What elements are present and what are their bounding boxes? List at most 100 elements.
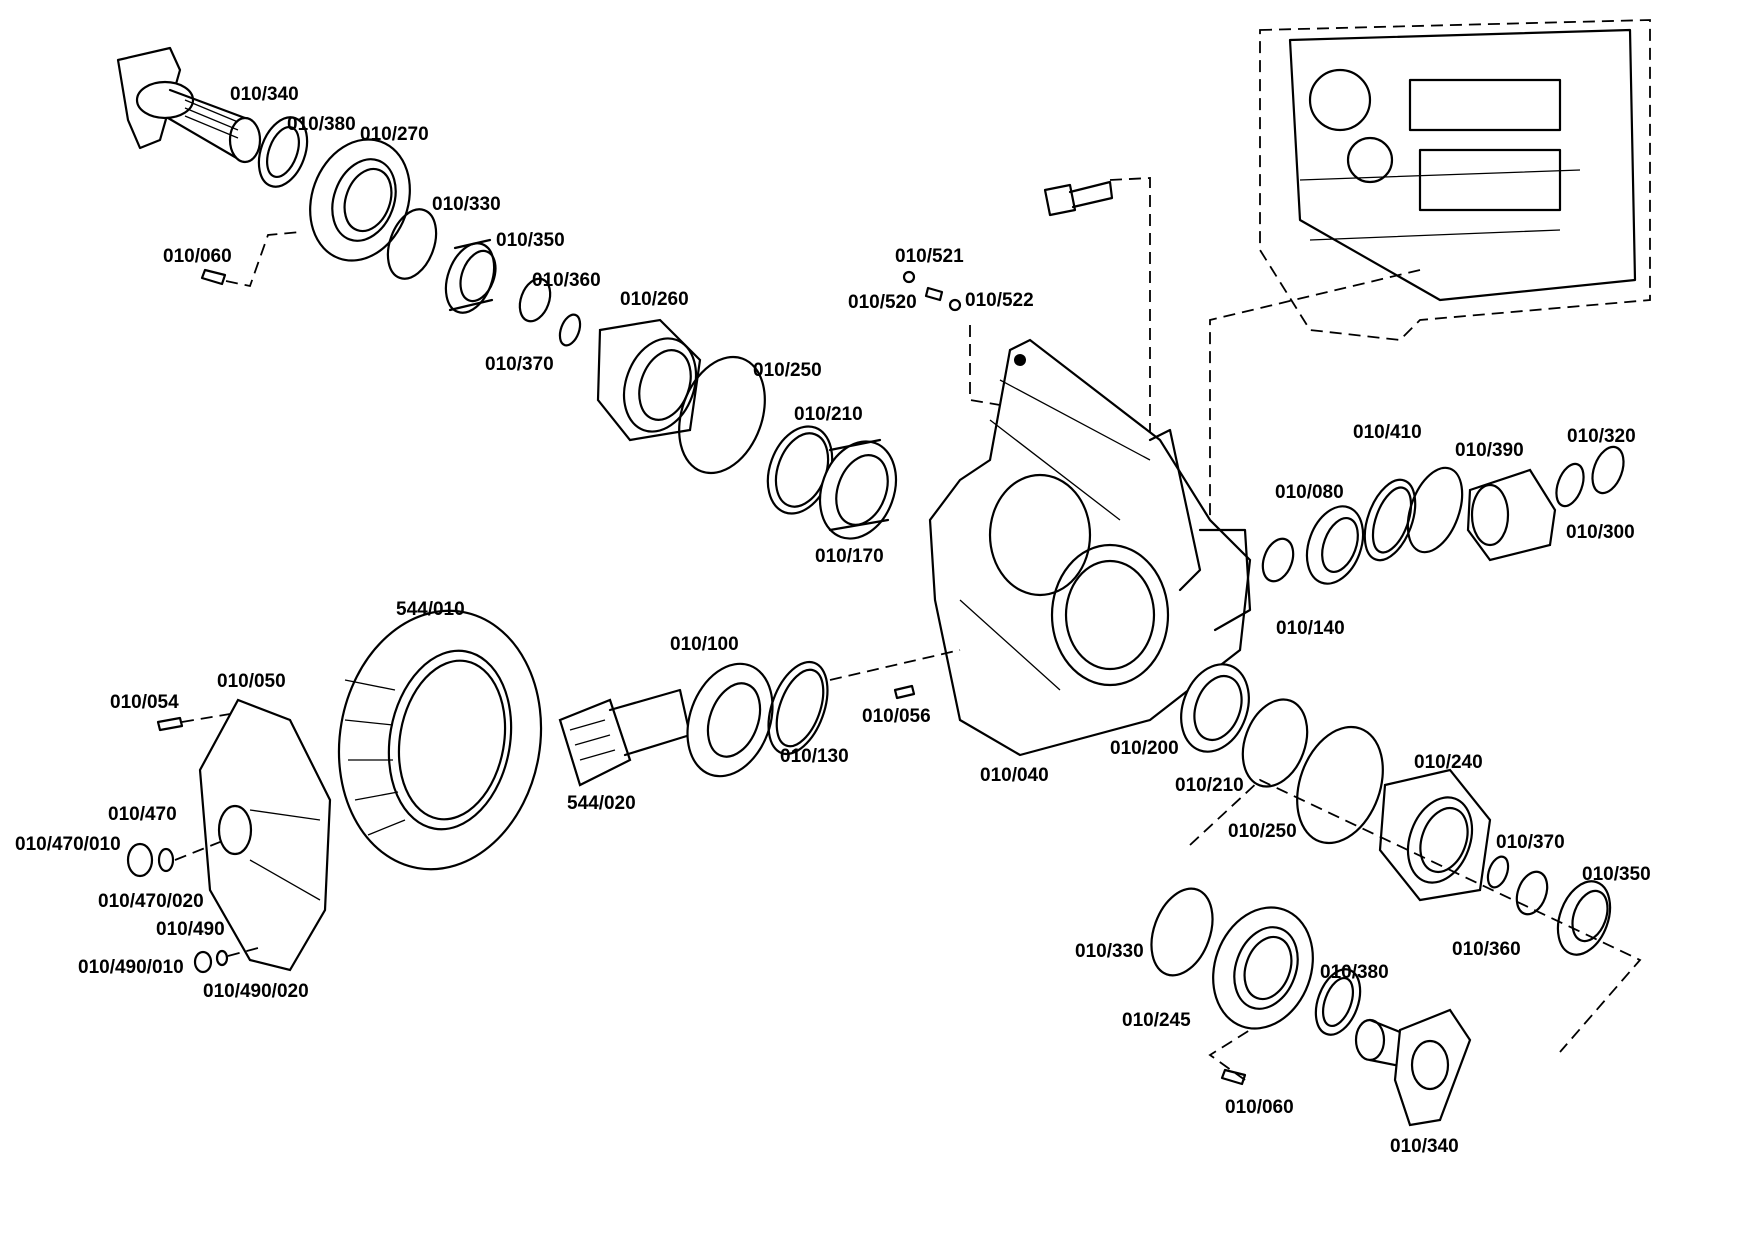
o-ring-250-lower bbox=[1296, 725, 1384, 845]
label-544-020: 544/020 bbox=[567, 793, 636, 814]
label-010-470-020: 010/470/020 bbox=[98, 891, 204, 912]
label-010-260: 010/260 bbox=[620, 289, 689, 310]
bearing-100 bbox=[686, 662, 774, 778]
label-010-200: 010/200 bbox=[1110, 738, 1179, 759]
label-010-340-bot: 010/340 bbox=[1390, 1136, 1459, 1157]
bearing-080 bbox=[1305, 505, 1365, 585]
label-010-140: 010/140 bbox=[1276, 618, 1345, 639]
bolt-054 bbox=[156, 716, 184, 732]
label-010-170: 010/170 bbox=[815, 546, 884, 567]
label-010-520: 010/520 bbox=[848, 292, 917, 313]
ring-140 bbox=[1261, 537, 1295, 583]
bearing-350-lower bbox=[1556, 880, 1612, 956]
bolt-060-lower bbox=[1220, 1068, 1247, 1086]
label-010-350-top: 010/350 bbox=[496, 230, 565, 251]
seal-470-020 bbox=[157, 847, 175, 873]
label-010-240: 010/240 bbox=[1414, 752, 1483, 773]
gearbox-housing-background bbox=[1259, 19, 1651, 341]
label-010-300: 010/300 bbox=[1566, 522, 1635, 543]
flange-yoke-upper bbox=[116, 46, 262, 164]
label-010-330-bot: 010/330 bbox=[1075, 941, 1144, 962]
ring-410-a bbox=[1363, 478, 1417, 562]
sleeve-390 bbox=[1466, 468, 1557, 562]
label-010-340-top: 010/340 bbox=[230, 84, 299, 105]
label-010-060-bot: 010/060 bbox=[1225, 1097, 1294, 1118]
label-010-470: 010/470 bbox=[108, 804, 177, 825]
label-010-490-010: 010/490/010 bbox=[78, 957, 184, 978]
dash-line-bolt bbox=[1109, 177, 1151, 460]
fitting-520 bbox=[924, 286, 944, 302]
bearing-housing-240 bbox=[1378, 768, 1492, 902]
bolt-upper bbox=[200, 268, 227, 286]
label-010-054: 010/054 bbox=[110, 692, 179, 713]
o-ring-250-upper bbox=[678, 355, 766, 475]
label-010-490: 010/490 bbox=[156, 919, 225, 940]
label-010-360-bot: 010/360 bbox=[1452, 939, 1521, 960]
label-010-330-top: 010/330 bbox=[432, 194, 501, 215]
seal-ring-upper bbox=[257, 116, 309, 188]
bearing-350-upper bbox=[444, 238, 497, 314]
label-010-370-bot: 010/370 bbox=[1496, 832, 1565, 853]
label-010-060-top: 010/060 bbox=[163, 246, 232, 267]
label-010-050: 010/050 bbox=[217, 671, 286, 692]
dash-line-470 bbox=[174, 839, 226, 861]
pinion-544-020 bbox=[558, 688, 692, 787]
axle-housing-040 bbox=[928, 338, 1252, 757]
label-010-245: 010/245 bbox=[1122, 1010, 1191, 1031]
dash-line-center bbox=[829, 649, 961, 681]
dash-line-490 bbox=[227, 947, 259, 957]
ring-300 bbox=[1555, 462, 1585, 508]
ring-410-b bbox=[1406, 466, 1464, 554]
label-010-380-bot: 010/380 bbox=[1320, 962, 1389, 983]
flange-yoke-lower bbox=[1354, 1008, 1472, 1127]
bolt-top-center bbox=[1043, 180, 1114, 217]
label-010-210-bot: 010/210 bbox=[1175, 775, 1244, 796]
dash-line-fitting bbox=[969, 325, 1001, 406]
seal-490-020 bbox=[215, 949, 229, 967]
dash-line-060-top bbox=[225, 231, 301, 288]
ring-360-lower bbox=[1515, 870, 1549, 916]
label-010-056: 010/056 bbox=[862, 706, 931, 727]
label-010-521: 010/521 bbox=[895, 246, 964, 267]
label-010-040: 010/040 bbox=[980, 765, 1049, 786]
cover-plate-050 bbox=[198, 698, 332, 972]
label-010-370-top: 010/370 bbox=[485, 354, 554, 375]
bearing-170 bbox=[818, 438, 898, 540]
label-010-410: 010/410 bbox=[1353, 422, 1422, 443]
fitting-522 bbox=[948, 298, 962, 312]
snap-ring-370-lower bbox=[1486, 855, 1510, 889]
nut-320 bbox=[1591, 445, 1625, 495]
label-010-250-top: 010/250 bbox=[753, 360, 822, 381]
label-010-080: 010/080 bbox=[1275, 482, 1344, 503]
o-ring-330-lower bbox=[1150, 887, 1214, 977]
plug-490-010 bbox=[193, 950, 213, 974]
ring-360-upper bbox=[518, 277, 552, 323]
label-010-390: 010/390 bbox=[1455, 440, 1524, 461]
dash-line-gearbox bbox=[1209, 269, 1421, 580]
label-010-470-010: 010/470/010 bbox=[15, 834, 121, 855]
label-010-210-top: 010/210 bbox=[794, 404, 863, 425]
label-010-250-bot: 010/250 bbox=[1228, 821, 1297, 842]
bearing-cover-245 bbox=[1212, 906, 1314, 1030]
label-010-100: 010/100 bbox=[670, 634, 739, 655]
label-010-350-bot: 010/350 bbox=[1582, 864, 1651, 885]
o-ring-210-lower bbox=[1241, 698, 1309, 788]
label-010-360-top: 010/360 bbox=[532, 270, 601, 291]
label-010-320: 010/320 bbox=[1567, 426, 1636, 447]
o-ring-330-upper bbox=[386, 208, 438, 280]
dash-bracket-lower bbox=[1189, 778, 1642, 1053]
plug-056 bbox=[893, 684, 916, 700]
label-010-490-020: 010/490/020 bbox=[203, 981, 309, 1002]
label-010-130: 010/130 bbox=[780, 746, 849, 767]
dash-line-054 bbox=[181, 713, 231, 723]
dash-line-060-bot bbox=[1208, 1029, 1251, 1081]
label-544-010: 544/010 bbox=[396, 599, 465, 620]
bearing-cover-upper bbox=[309, 138, 411, 262]
label-010-380-top: 010/380 bbox=[287, 114, 356, 135]
label-010-270: 010/270 bbox=[360, 124, 429, 145]
ring-130 bbox=[767, 660, 829, 756]
bearing-200 bbox=[1180, 663, 1250, 753]
crown-wheel-544-010 bbox=[337, 609, 543, 871]
bearing-housing-260 bbox=[596, 318, 702, 442]
